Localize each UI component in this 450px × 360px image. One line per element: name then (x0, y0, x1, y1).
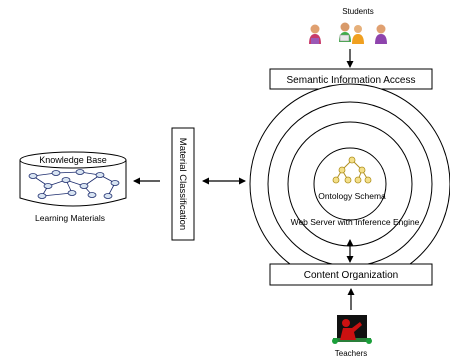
students-label: Students (342, 7, 374, 16)
knowledge-base-cylinder (19, 151, 127, 207)
ontology-schema-label: Ontology Schema (318, 191, 386, 201)
content-organization-label: Content Organization (304, 270, 399, 281)
ontology-tree-icon (332, 156, 372, 184)
material-classification-label: Material Classification (177, 138, 188, 230)
teachers-label: Teachers (335, 349, 367, 358)
material-classification-box (171, 127, 195, 241)
web-server-label: Web Server with Inference Engine (291, 217, 420, 227)
semantic-information-access-label: Semantic Information Access (287, 75, 416, 86)
knowledge-graph-icon (28, 169, 120, 199)
ontology-circle (313, 147, 387, 221)
learning-materials-label: Learning Materials (35, 213, 105, 223)
knowledge-base-label: Knowledge Base (39, 155, 107, 165)
teacher-at-board-icon (332, 315, 372, 344)
students-group-icon (309, 22, 387, 44)
content-organization-box (269, 263, 433, 286)
